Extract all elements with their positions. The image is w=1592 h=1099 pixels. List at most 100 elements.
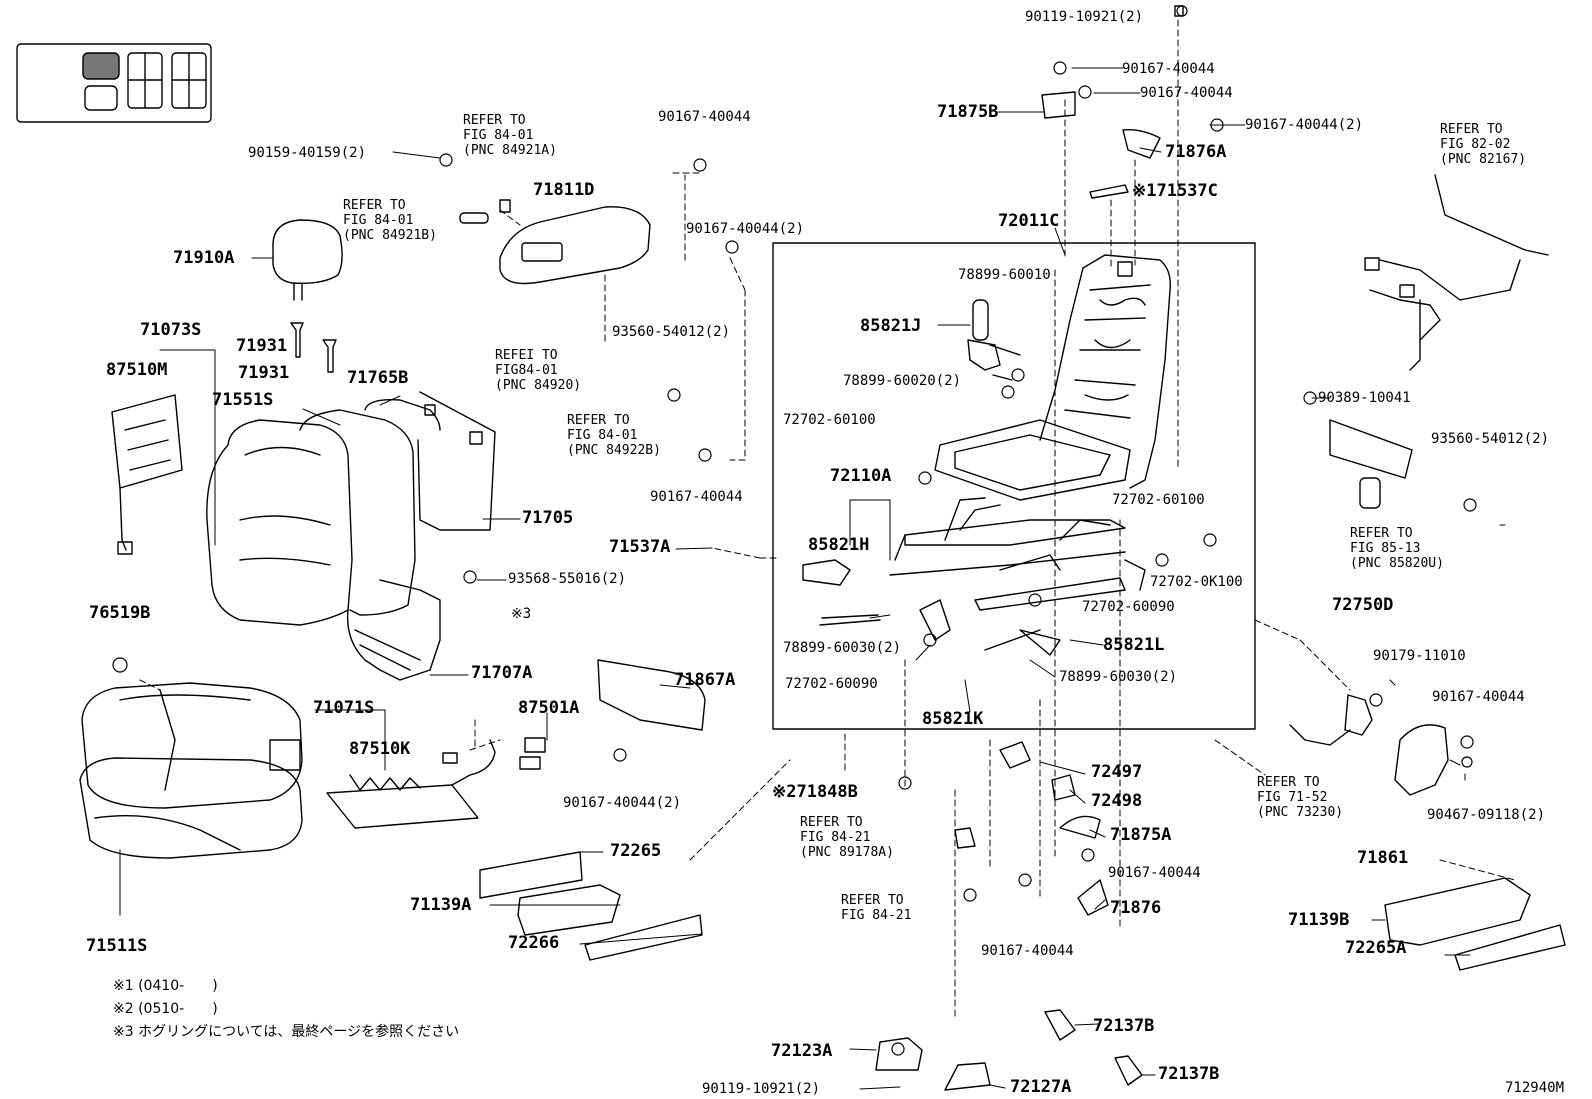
- seat-adjuster-rails-shape: [802, 497, 1146, 656]
- seat-frame-shape: [934, 5, 1184, 501]
- leader-lines: [119, 67, 1506, 1090]
- lower-covers-shape: [479, 851, 1566, 971]
- part-label[interactable]: 72265: [610, 841, 662, 861]
- part-label[interactable]: 90167-40044(2): [686, 221, 805, 237]
- seatback-heater-shape: [111, 394, 183, 555]
- part-label[interactable]: ※171537C: [1132, 181, 1218, 201]
- part-label[interactable]: 72702-60090: [1082, 599, 1175, 615]
- assy-label[interactable]: 72011C: [998, 211, 1060, 231]
- part-label[interactable]: 71139A: [410, 895, 472, 915]
- part-label[interactable]: 90167-40044(2): [1245, 117, 1364, 133]
- seatback-shape: [206, 391, 496, 681]
- part-label[interactable]: 72497: [1091, 762, 1143, 782]
- part-label[interactable]: 90167-40044: [981, 943, 1074, 959]
- part-label[interactable]: 71910A: [173, 248, 235, 268]
- footnote-1: ※1 (0410- ): [113, 978, 218, 994]
- part-label[interactable]: 71073S: [140, 320, 202, 340]
- part-label[interactable]: 71765B: [347, 368, 409, 388]
- dashed-guides: [139, 19, 1516, 1021]
- part-label[interactable]: 90119-10921(2): [1025, 9, 1144, 25]
- part-label[interactable]: 72702-60100: [783, 412, 876, 428]
- seat-position-key-icon: [16, 43, 212, 123]
- part-label[interactable]: 90179-11010: [1373, 648, 1466, 664]
- part-label[interactable]: 71876A: [1165, 142, 1227, 162]
- part-label[interactable]: 90167-40044: [650, 489, 743, 505]
- part-label[interactable]: 71551S: [212, 390, 274, 410]
- side-cover-shape: [597, 659, 706, 731]
- part-label[interactable]: 90167-40044: [658, 109, 751, 125]
- part-label[interactable]: 71511S: [86, 936, 148, 956]
- part-label[interactable]: 71705: [522, 508, 574, 528]
- part-label[interactable]: 72127A: [1010, 1077, 1072, 1097]
- part-label[interactable]: 71931: [238, 363, 290, 383]
- part-label[interactable]: 71139B: [1288, 910, 1350, 930]
- part-label[interactable]: 72498: [1091, 791, 1143, 811]
- part-label[interactable]: 71071S: [313, 698, 375, 718]
- part-label[interactable]: 90389-10041: [1318, 390, 1411, 406]
- motor-85821j-shape: [967, 299, 1021, 381]
- part-label[interactable]: 72702-0K100: [1150, 574, 1243, 590]
- part-label[interactable]: 93560-54012(2): [612, 324, 731, 340]
- part-label[interactable]: 87501A: [518, 698, 580, 718]
- part-label[interactable]: 76519B: [89, 603, 151, 623]
- part-label[interactable]: 72123A: [771, 1041, 833, 1061]
- part-label[interactable]: 72266: [508, 933, 560, 953]
- part-label[interactable]: ※271848B: [772, 782, 858, 802]
- part-label[interactable]: 72137B: [1158, 1064, 1220, 1084]
- part-label[interactable]: 72750D: [1332, 595, 1394, 615]
- part-label[interactable]: 71537A: [609, 537, 671, 557]
- part-label[interactable]: 72702-60100: [1112, 492, 1205, 508]
- part-label[interactable]: 90167-40044: [1122, 61, 1215, 77]
- brackets-right-shape: [954, 91, 1161, 916]
- part-label[interactable]: 72137B: [1093, 1016, 1155, 1036]
- part-label[interactable]: 78899-60010: [958, 267, 1051, 283]
- part-label[interactable]: 90167-40044(2): [563, 795, 682, 811]
- part-label[interactable]: 90159-40159(2): [248, 145, 367, 161]
- seat-heater-shape: [326, 737, 546, 829]
- part-label[interactable]: 90167-40044: [1108, 865, 1201, 881]
- seat-cushion-shape: [79, 682, 303, 859]
- part-label[interactable]: 85821K: [922, 709, 984, 729]
- part-label[interactable]: 90167-40044: [1432, 689, 1525, 705]
- part-label[interactable]: 78899-60030(2): [783, 640, 902, 656]
- side-shield-shape: [459, 199, 651, 285]
- part-label[interactable]: 71861: [1357, 848, 1409, 868]
- part-label[interactable]: 87510K: [349, 739, 411, 759]
- part-label[interactable]: ※3: [511, 606, 532, 622]
- part-label[interactable]: 71875A: [1110, 825, 1172, 845]
- part-label[interactable]: 90167-40044: [1140, 85, 1233, 101]
- part-label[interactable]: 78899-60030(2): [1059, 669, 1178, 685]
- part-label[interactable]: 71867A: [674, 670, 736, 690]
- part-label[interactable]: 72110A: [830, 466, 892, 486]
- part-label[interactable]: 87510M: [106, 360, 168, 380]
- part-label[interactable]: 71811D: [533, 180, 595, 200]
- part-label[interactable]: 71931: [236, 336, 288, 356]
- part-label[interactable]: 71707A: [471, 663, 533, 683]
- part-label[interactable]: 71876: [1110, 898, 1162, 918]
- headrest-shape: [272, 219, 343, 373]
- bracket-72750d-shape: [1329, 419, 1413, 509]
- part-label[interactable]: 90467-09118(2): [1427, 807, 1546, 823]
- fasteners: [112, 5, 1477, 1056]
- part-label[interactable]: 93560-54012(2): [1431, 431, 1550, 447]
- part-label[interactable]: 78899-60020(2): [843, 373, 962, 389]
- part-label[interactable]: 71875B: [937, 102, 999, 122]
- part-label[interactable]: 72265A: [1345, 938, 1407, 958]
- part-label[interactable]: 90119-10921(2): [702, 1081, 821, 1097]
- part-label[interactable]: 93568-55016(2): [508, 571, 627, 587]
- part-label[interactable]: 85821H: [808, 535, 870, 555]
- part-label[interactable]: 85821J: [860, 316, 922, 336]
- part-label[interactable]: 85821L: [1103, 635, 1165, 655]
- part-label[interactable]: 72702-60090: [785, 676, 878, 692]
